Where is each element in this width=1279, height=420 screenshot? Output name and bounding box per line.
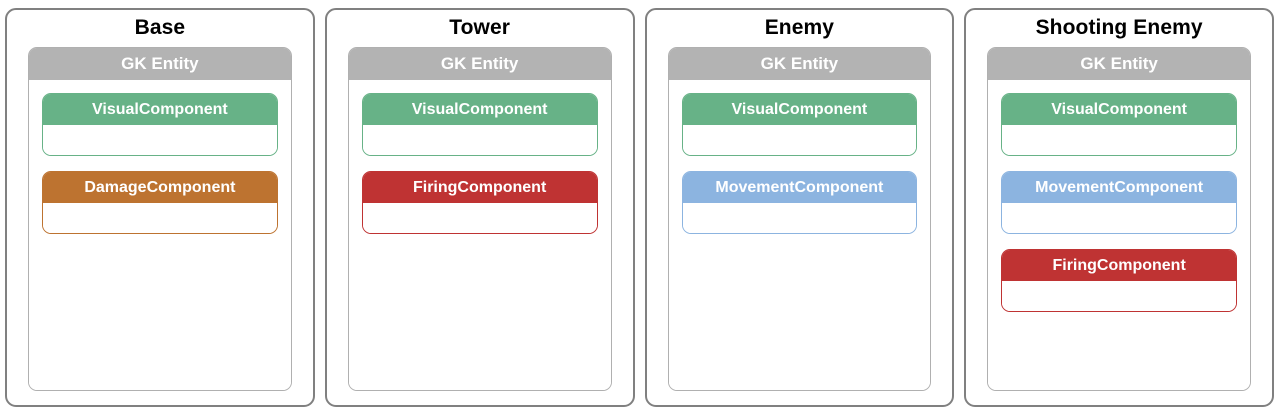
component-body <box>1002 203 1236 233</box>
component-label: VisualComponent <box>43 94 277 125</box>
component-box-damage[interactable]: DamageComponent <box>42 171 278 234</box>
component-box-visual[interactable]: VisualComponent <box>42 93 278 156</box>
component-body <box>362 203 597 233</box>
component-box-firing[interactable]: FiringComponent <box>361 171 598 234</box>
gk-entity-header: GK Entity <box>988 48 1250 80</box>
entity-panel-title: Shooting Enemy <box>1035 16 1203 39</box>
gk-entity-header: GK Entity <box>29 48 291 80</box>
component-body <box>43 125 277 155</box>
component-label: VisualComponent <box>1002 94 1236 125</box>
component-box-visual[interactable]: VisualComponent <box>361 93 598 156</box>
component-label: FiringComponent <box>1002 250 1236 281</box>
component-body <box>362 125 597 155</box>
component-body <box>1002 125 1236 155</box>
component-body <box>682 203 917 233</box>
entity-panel-title: Tower <box>449 16 511 39</box>
component-body <box>1002 281 1236 311</box>
component-box-visual[interactable]: VisualComponent <box>681 93 918 156</box>
gk-entity-header: GK Entity <box>668 48 931 80</box>
component-box-movement[interactable]: MovementComponent <box>681 171 918 234</box>
entity-panel-title: Enemy <box>764 16 835 39</box>
component-box-visual[interactable]: VisualComponent <box>1001 93 1237 156</box>
component-box-firing[interactable]: FiringComponent <box>1001 249 1237 312</box>
gk-entity-header: GK Entity <box>348 48 611 80</box>
component-label: VisualComponent <box>682 94 917 125</box>
component-label: FiringComponent <box>362 172 597 203</box>
component-label: DamageComponent <box>43 172 277 203</box>
entity-panel-title: Base <box>134 16 186 39</box>
component-body <box>682 125 917 155</box>
component-label: MovementComponent <box>682 172 917 203</box>
component-label: VisualComponent <box>362 94 597 125</box>
component-body <box>43 203 277 233</box>
component-label: MovementComponent <box>1002 172 1236 203</box>
component-box-movement[interactable]: MovementComponent <box>1001 171 1237 234</box>
